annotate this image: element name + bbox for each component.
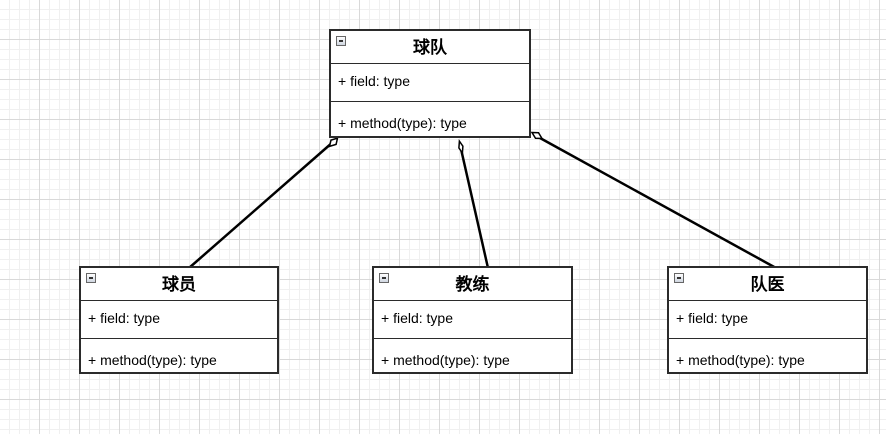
class-name: 球队 xyxy=(413,38,447,58)
collapse-icon[interactable] xyxy=(674,273,684,283)
class-attributes[interactable]: + field: type xyxy=(374,301,571,339)
operation-text: + method(type): type xyxy=(676,352,805,368)
class-name: 球员 xyxy=(162,275,196,295)
attribute-text: + field: type xyxy=(338,73,410,89)
aggregation-line-coach[interactable] xyxy=(459,148,490,269)
collapse-icon[interactable] xyxy=(86,273,96,283)
collapse-icon[interactable] xyxy=(379,273,389,283)
class-attributes[interactable]: + field: type xyxy=(81,301,277,339)
class-box-doctor[interactable]: 队医 + field: type + method(type): type xyxy=(667,266,868,374)
operation-text: + method(type): type xyxy=(338,115,467,131)
class-header[interactable]: 球队 xyxy=(331,31,529,64)
attribute-text: + field: type xyxy=(676,310,748,326)
aggregation-diamond-coach xyxy=(458,139,464,156)
class-box-player[interactable]: 球员 + field: type + method(type): type xyxy=(79,266,279,374)
aggregation-diamond-player xyxy=(328,137,339,148)
class-operations[interactable]: + method(type): type xyxy=(331,102,529,137)
class-name: 教练 xyxy=(455,275,490,295)
operation-text: + method(type): type xyxy=(88,352,217,368)
class-attributes[interactable]: + field: type xyxy=(669,301,866,339)
class-header[interactable]: 队医 xyxy=(669,268,866,301)
class-operations[interactable]: + method(type): type xyxy=(669,339,866,374)
aggregation-diamond-doctor xyxy=(530,131,544,140)
class-name: 队医 xyxy=(750,275,785,295)
attribute-text: + field: type xyxy=(381,310,453,326)
attribute-text: + field: type xyxy=(88,310,160,326)
class-box-team[interactable]: 球队 + field: type + method(type): type xyxy=(329,29,531,138)
class-operations[interactable]: + method(type): type xyxy=(81,339,277,374)
aggregation-line-player[interactable] xyxy=(188,141,334,269)
collapse-icon[interactable] xyxy=(336,36,346,46)
class-box-coach[interactable]: 教练 + field: type + method(type): type xyxy=(372,266,573,374)
operation-text: + method(type): type xyxy=(381,352,510,368)
class-operations[interactable]: + method(type): type xyxy=(374,339,571,374)
class-attributes[interactable]: + field: type xyxy=(331,64,529,102)
class-header[interactable]: 教练 xyxy=(374,268,571,301)
aggregation-line-doctor[interactable] xyxy=(539,136,777,270)
class-header[interactable]: 球员 xyxy=(81,268,277,301)
